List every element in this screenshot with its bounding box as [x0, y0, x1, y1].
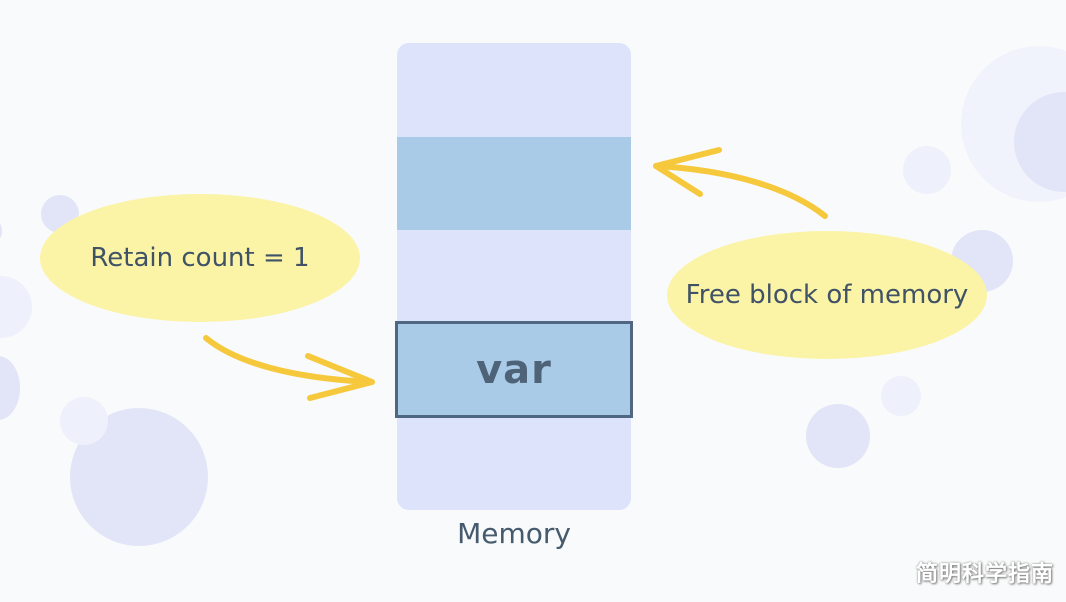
- free-arrow-shaft: [653, 163, 828, 219]
- retain-arrow-shaft: [203, 335, 373, 385]
- var-label: var: [476, 346, 552, 393]
- retain-count-callout: Retain count = 1: [40, 194, 360, 322]
- memory-column: [397, 43, 631, 510]
- free-arrow-head: [653, 147, 722, 197]
- background-bubble: [0, 222, 2, 240]
- background-bubble: [903, 146, 951, 194]
- retain-arrow: [203, 335, 375, 401]
- background-bubble: [806, 404, 870, 468]
- watermark: 简明科学指南: [915, 562, 1054, 587]
- background-bubble: [60, 397, 108, 445]
- retain-count-text: Retain count = 1: [90, 243, 310, 273]
- free-block-text: Free block of memory: [685, 280, 969, 310]
- free-arrow: [653, 147, 828, 219]
- free-memory-block: [397, 137, 631, 230]
- memory-caption: Memory: [457, 517, 571, 550]
- free-block-callout: Free block of memory: [667, 231, 987, 359]
- background-bubble: [0, 356, 20, 420]
- background-bubble: [881, 376, 921, 416]
- retain-arrow-head: [305, 353, 375, 401]
- var-memory-block: var: [395, 321, 633, 418]
